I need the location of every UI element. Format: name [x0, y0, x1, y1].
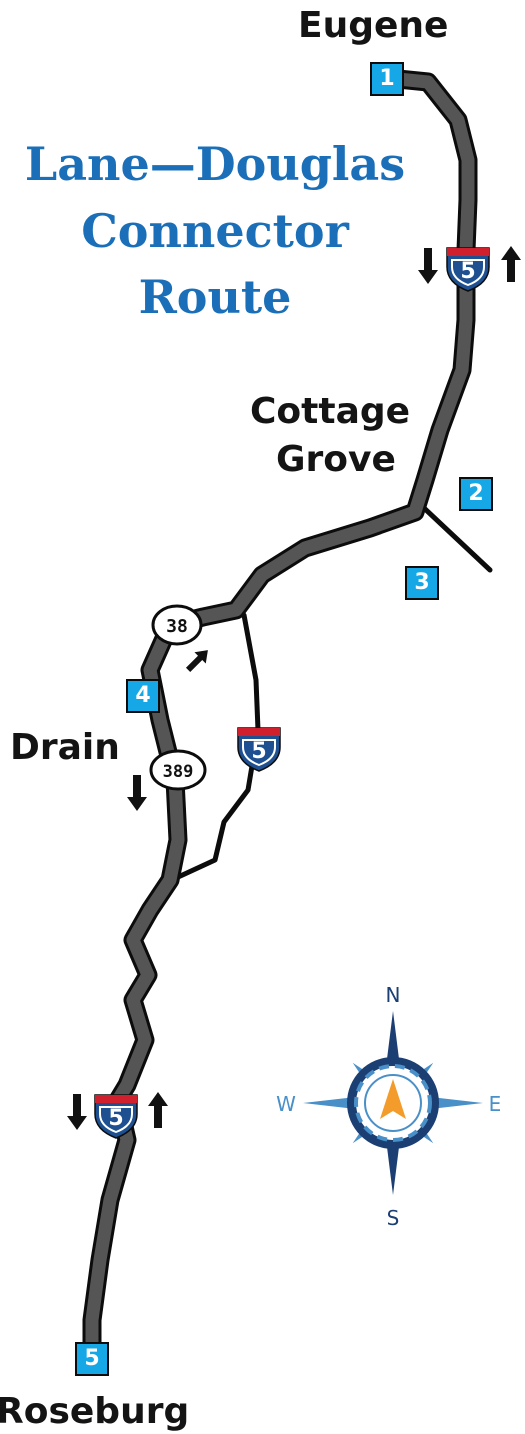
or38-shield-label: 38: [166, 616, 188, 637]
interstate-shield-label: 5: [251, 739, 266, 764]
waypoint-marker-1: 1: [370, 62, 404, 96]
compass-rose-icon: N S E W: [276, 983, 501, 1230]
highway-spur-line: [421, 505, 493, 573]
city-label-drain: Drain: [10, 727, 120, 768]
arrow-up-icon: [148, 1092, 168, 1128]
map-title-line-1: Lane—Douglas: [24, 137, 406, 191]
interstate-shield-icon: 5: [237, 727, 281, 772]
arrow-northeast-icon: [185, 650, 208, 673]
interstate-shield-icon: 5: [94, 1094, 138, 1139]
waypoint-marker-5: 5: [75, 1342, 109, 1376]
compass-north: N: [386, 983, 401, 1007]
compass-east: E: [489, 1092, 502, 1116]
interstate-shield-label: 5: [460, 259, 475, 284]
interstate-shield-label: 5: [108, 1106, 123, 1131]
map-title-line-3: Route: [138, 270, 292, 324]
state-route-shield-icon: 389: [149, 749, 207, 791]
waypoint-marker-4: 4: [126, 679, 160, 713]
map-title-line-2: Connector: [81, 204, 349, 258]
city-label-roseburg: Roseburg: [0, 1391, 190, 1432]
arrow-down-icon: [127, 775, 147, 811]
interstate-5-line: [173, 612, 261, 881]
waypoint-marker-3: 3: [405, 566, 439, 600]
city-label-cottage: Cottage: [250, 391, 411, 432]
arrow-up-icon: [501, 246, 521, 282]
arrow-down-icon: [67, 1094, 87, 1130]
compass-south: S: [387, 1206, 400, 1230]
city-label-eugene: Eugene: [298, 5, 449, 46]
state-route-shield-icon: 38: [151, 604, 203, 646]
or389-shield-label: 389: [163, 762, 194, 782]
interstate-shield-icon: 5: [446, 247, 490, 292]
city-label-grove: Grove: [276, 439, 396, 480]
compass-west: W: [276, 1092, 296, 1116]
compass-needle: [380, 1079, 406, 1119]
waypoint-marker-2: 2: [459, 477, 493, 511]
